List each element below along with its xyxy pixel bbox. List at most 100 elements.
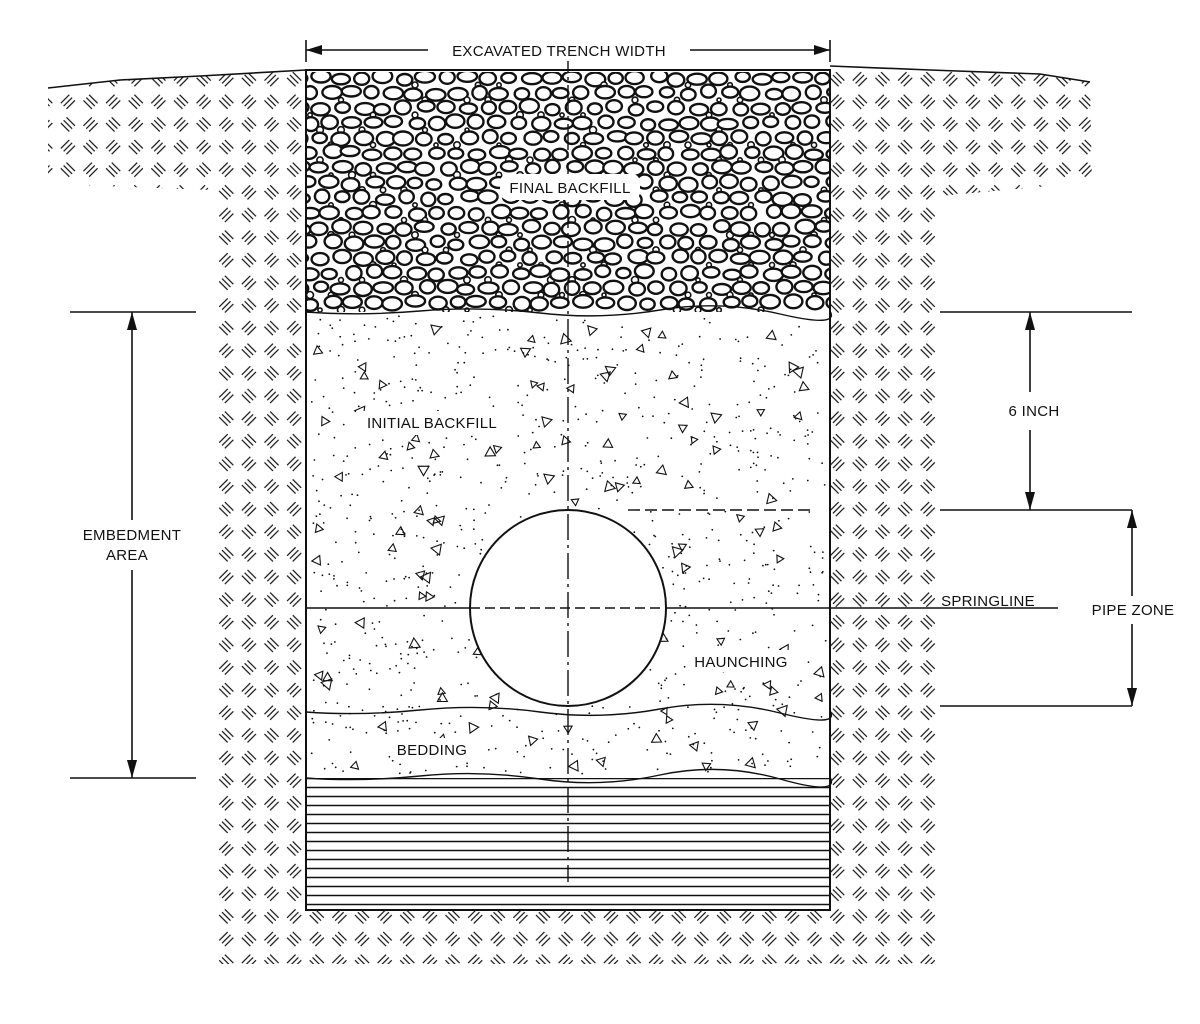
sand-grain [738,415,740,418]
gravel-stone [739,264,759,279]
sand-grain [341,343,344,346]
gravel-stone [815,101,830,114]
aggregate-chip [529,380,539,389]
gravel-stone [606,129,629,143]
aggregate-chip [725,679,736,688]
gravel-stone [404,294,427,308]
sand-grain [764,563,767,566]
sand-grain [342,423,345,426]
sand-grain [407,662,409,665]
gravel-stone [498,99,518,115]
sand-grain [654,535,657,538]
sand-grain [332,454,335,457]
aggregate-chip [414,570,426,581]
sand-grain [679,604,681,607]
sand-grain [808,511,811,513]
sand-grain [342,770,344,772]
sand-grain [676,574,679,577]
sand-grain [385,732,388,735]
gravel-stone [607,72,624,85]
aggregate-chip [768,685,779,696]
gravel-stone [646,159,665,176]
sand-grain [421,389,424,392]
sand-grain [434,458,437,461]
sand-grain [792,414,795,417]
gravel-stone [774,160,795,176]
gravel-pebble [410,231,419,240]
gravel-stone [308,221,329,237]
gravel-stone [754,160,774,174]
gravel-stone [679,87,697,102]
aggregate-chip [712,445,722,456]
sand-grain [458,346,461,348]
gravel-stone [480,100,498,116]
sand-grain [492,405,495,408]
sand-grain [546,358,548,360]
sand-grain [772,584,774,587]
sand-grain [319,618,322,621]
aggregate-chip [408,636,422,649]
sand-grain [527,353,529,356]
sand-grain [695,624,698,626]
sand-grain [404,575,407,578]
sand-grain [586,470,589,473]
gravel-stone [721,237,741,253]
sand-grain [739,360,742,362]
gravel-pebble [632,157,638,163]
aggregate-chip [714,685,724,696]
gravel-stone [383,146,403,161]
sand-grain [534,355,536,358]
gravel-stone [476,189,499,205]
gravel-stone [352,220,374,236]
sand-grain [620,336,622,338]
sand-grain [399,652,402,655]
gravel-stone [771,221,791,238]
gravel-stone [341,294,363,310]
gravel-stone [391,130,415,147]
sand-grain [336,702,339,704]
gravel-stone [710,130,729,147]
sand-grain [687,735,690,738]
gravel-stone [321,84,344,101]
sand-grain [749,449,752,452]
sand-grain [770,592,773,594]
gravel-stone [594,264,612,279]
sand-grain [671,542,673,545]
gravel-stone [721,85,740,99]
sand-grain [736,446,739,448]
gravel-pebble [716,97,722,103]
sand-grain [646,437,649,439]
sand-grain [583,319,586,322]
gravel-stone [381,264,403,280]
sand-grain [476,695,478,697]
sand-grain [653,396,656,399]
gravel-stone [680,265,700,282]
sand-grain [378,621,381,623]
sand-grain [320,590,322,592]
sand-grain [707,512,709,514]
gravel-stone [513,87,531,101]
sand-grain [757,456,759,459]
sand-grain [634,383,637,385]
sand-grain [466,762,468,765]
aggregate-chip [715,637,726,647]
sand-grain [753,380,755,383]
sand-grain [381,439,384,442]
gravel-stone [496,222,519,237]
gravel-stone [730,160,752,175]
sand-grain [386,317,389,320]
gravel-stone [509,206,530,220]
gravel-stone [722,295,741,309]
sand-grain [368,688,371,691]
sand-grain [788,741,790,744]
sand-grain [582,321,585,324]
sand-grain [312,475,314,477]
sand-grain [659,351,661,354]
sand-grain [770,455,772,457]
sand-grain [741,599,744,601]
sand-grain [674,611,676,614]
sand-grain [339,335,342,338]
sand-grain [749,466,752,469]
gravel-stone [666,161,687,177]
gravel-stone [468,265,487,279]
